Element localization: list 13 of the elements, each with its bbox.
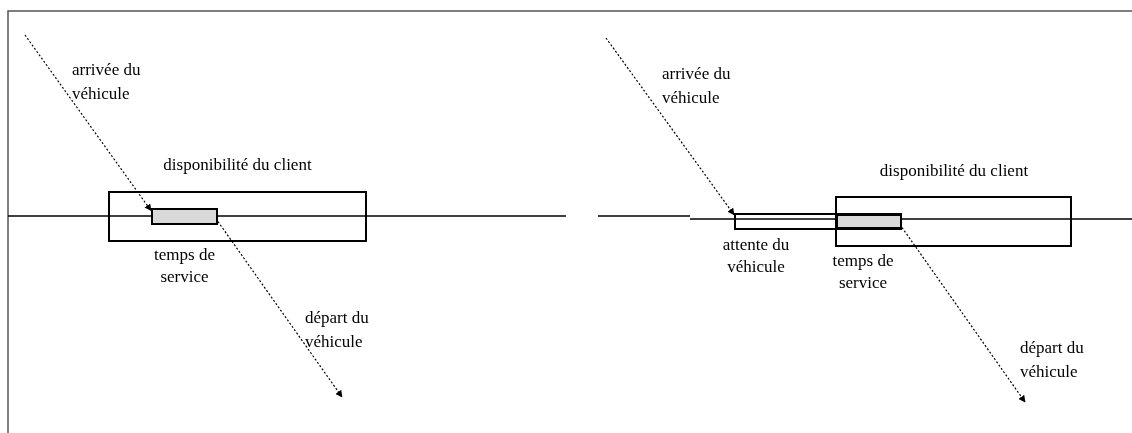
bar-caption: attente du véhicule (721, 234, 791, 278)
edge-label: départ du véhicule (1020, 337, 1085, 383)
edge-label: départ du véhicule (305, 307, 370, 353)
arrow (24, 34, 152, 212)
edge-label: arrivée du véhicule (662, 63, 732, 109)
box-heading: disponibilité du client (878, 160, 1030, 182)
edge-label: arrivée du véhicule (72, 59, 142, 105)
bar-caption: temps de service (153, 244, 216, 288)
bar-caption: temps de service (831, 250, 895, 294)
arrow (901, 226, 1026, 403)
arrow (217, 221, 343, 398)
arrow (605, 37, 735, 216)
box-heading: disponibilité du client (162, 154, 313, 176)
